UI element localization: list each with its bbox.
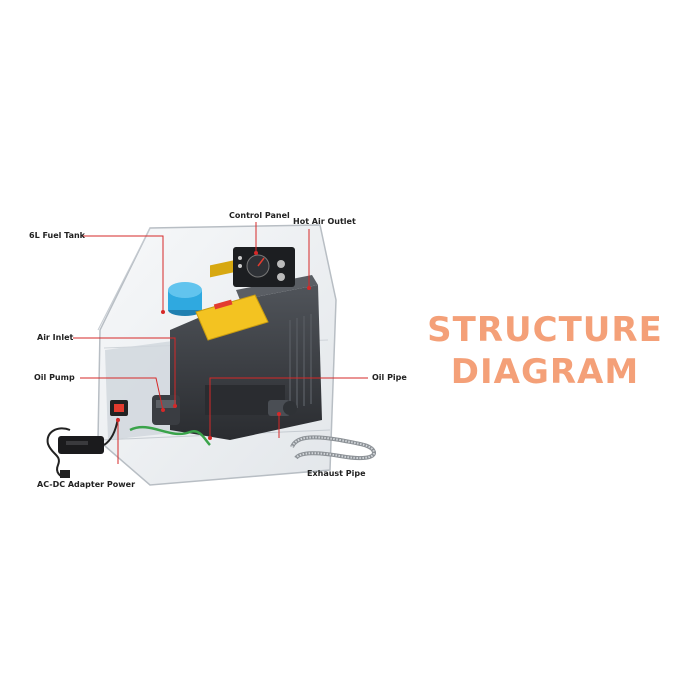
label-air-inlet: Air Inlet [37, 333, 74, 342]
exhaust-port [268, 400, 297, 416]
oil-pump [152, 395, 180, 425]
label-hot-air-outlet: Hot Air Outlet [293, 217, 356, 226]
label-oil-pipe: Oil Pipe [372, 373, 407, 382]
leader-oil-pipe [209, 377, 368, 438]
label-control-panel: Control Panel [229, 211, 290, 220]
label-fuel-tank: 6L Fuel Tank [29, 231, 86, 240]
adapter-illustration [46, 417, 119, 478]
fuel-line [129, 425, 211, 446]
fuel-cap [168, 282, 202, 316]
exhaust-pipe-illustration [290, 435, 376, 461]
label-oil-pump: Oil Pump [34, 373, 75, 382]
callout-dots [116, 251, 311, 440]
label-adapter-power: AC-DC Adapter Power [37, 480, 136, 489]
leader-fuel-tank [82, 235, 164, 312]
leader-air-inlet [73, 337, 176, 406]
label-exhaust-pipe: Exhaust Pipe [307, 469, 366, 478]
power-connector [110, 400, 128, 416]
leader-oil-pump [80, 377, 164, 411]
callout-leader-lines [73, 222, 368, 464]
headline-line-1: STRUCTURE [427, 310, 663, 350]
control-panel-display [233, 247, 295, 287]
headline-line-2: DIAGRAM [450, 352, 640, 392]
